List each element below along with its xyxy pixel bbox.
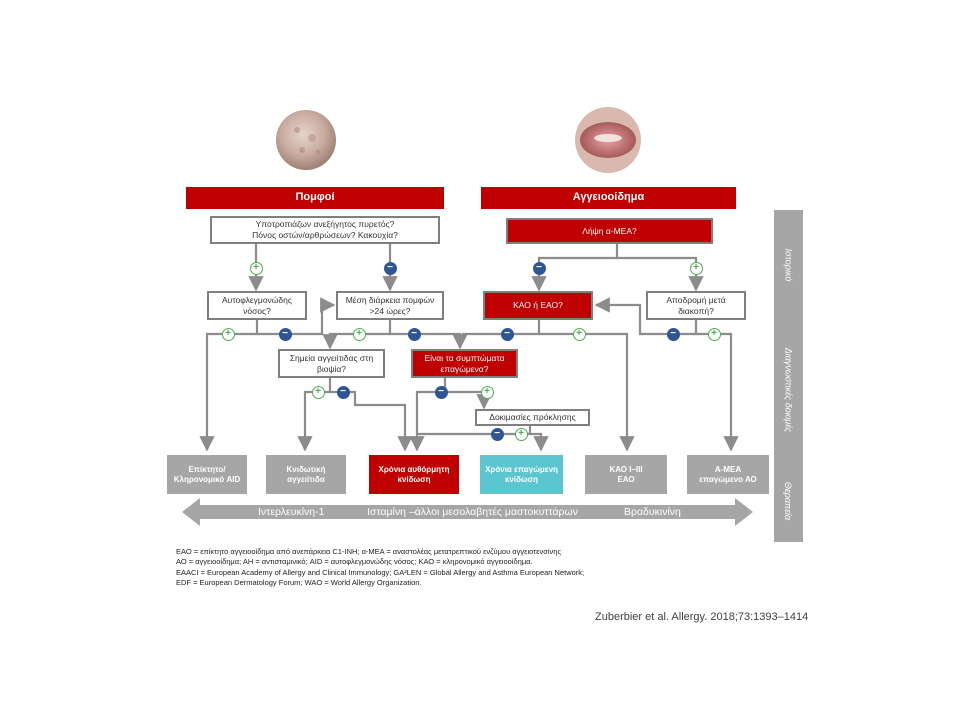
inducible-symptoms-question: Είναι τα συμπτώματα επαγώμενα? — [411, 349, 518, 378]
outcome-hae-aae: ΚΑΟ I–III ΕΑΟ — [585, 455, 667, 494]
outcome-chronic-inducible-urticaria: Χρόνια επαγώμενη κνίδωση — [480, 455, 563, 494]
legend-line: EDF = European Dermatology Forum; WAO = … — [176, 578, 422, 588]
plus-sign-icon: + — [249, 261, 263, 275]
sidebar-diagnostics: Διαγνωστικές δοκιμές — [783, 347, 794, 433]
wheal-duration-question: Μέση διάρκεια πομφών >24 ώρες? — [336, 291, 444, 320]
plus-sign-icon: + — [514, 427, 528, 441]
minus-sign-icon: − — [278, 327, 292, 341]
remission-question: Αποδρομή μετά διακοπή? — [646, 291, 746, 320]
therapy-il1: Ιντερλευκίνη-1 — [258, 506, 325, 518]
sidebar-therapy: Θεραπεία — [783, 481, 794, 521]
outcome-chronic-spontaneous-urticaria: Χρόνια αυθόρμητη κνίδωση — [369, 455, 459, 494]
angioedema-photo — [575, 107, 641, 173]
minus-sign-icon: − — [336, 385, 350, 399]
outcome-acquired-aid: Επίκτητο/ Κληρονομικό AID — [167, 455, 247, 494]
legend-line: ΕΑΟ = επίκτητο αγγειοοίδημα από ανεπάρκε… — [176, 547, 562, 556]
plus-sign-icon: + — [480, 385, 494, 399]
minus-sign-icon: − — [490, 427, 504, 441]
outcome-urticarial-vasculitis: Κνιδωτική αγγειίτιδα — [266, 455, 346, 494]
plus-sign-icon: + — [311, 385, 325, 399]
citation: Zuberbier et al. Allergy. 2018;73:1393–1… — [595, 611, 809, 623]
minus-sign-icon: − — [407, 327, 421, 341]
plus-sign-icon: + — [707, 327, 721, 341]
fever-question: Υποτροπιάζων ανεξήγητος πυρετός? Πόνος ο… — [210, 216, 440, 244]
therapy-histamine: Ισταμίνη –άλλοι μεσολαβητές μαστοκυττάρω… — [367, 506, 578, 518]
wheals-header: Πομφοί — [186, 187, 444, 209]
plus-sign-icon: + — [689, 261, 703, 275]
legend-line: ΑΟ = αγγειοοίδημα; ΑΗ = αντισταμινικό; A… — [176, 557, 533, 567]
sidebar-history: Ιστορικό — [783, 248, 794, 282]
vasculitis-biopsy-question: Σημεία αγγειίτιδας στη βιοψία? — [278, 349, 385, 378]
provocation-tests-box: Δοκιμασίες πρόκλησης — [475, 409, 590, 426]
autoinflammatory-question: Αυτοφλεγμονώδης νόσος? — [207, 291, 307, 320]
plus-sign-icon: + — [352, 327, 366, 341]
angioedema-header: Αγγειοοίδημα — [481, 187, 736, 209]
minus-sign-icon: − — [532, 261, 546, 275]
phase-sidebar: Ιστορικό Διαγνωστικές δοκιμές Θεραπεία — [774, 210, 803, 542]
plus-sign-icon: + — [221, 327, 235, 341]
minus-sign-icon: − — [434, 385, 448, 399]
plus-sign-icon: + — [572, 327, 586, 341]
therapy-bradykinin: Βραδυκινίνη — [624, 506, 681, 518]
hae-aae-question: ΚΑΟ ή ΕΑΟ? — [483, 291, 593, 320]
minus-sign-icon: − — [500, 327, 514, 341]
wheals-photo — [276, 110, 336, 170]
minus-sign-icon: − — [666, 327, 680, 341]
outcome-ace-angioedema: Α-ΜΕΑ επαγώμενο ΑΟ — [687, 455, 769, 494]
ace-inhibitor-question: Λήψη α-ΜΕΑ? — [506, 218, 713, 244]
legend-line: EAACI = European Academy of Allergy and … — [176, 567, 585, 577]
minus-sign-icon: − — [383, 261, 397, 275]
abbreviation-legend: ΕΑΟ = επίκτητο αγγειοοίδημα από ανεπάρκε… — [176, 547, 584, 588]
